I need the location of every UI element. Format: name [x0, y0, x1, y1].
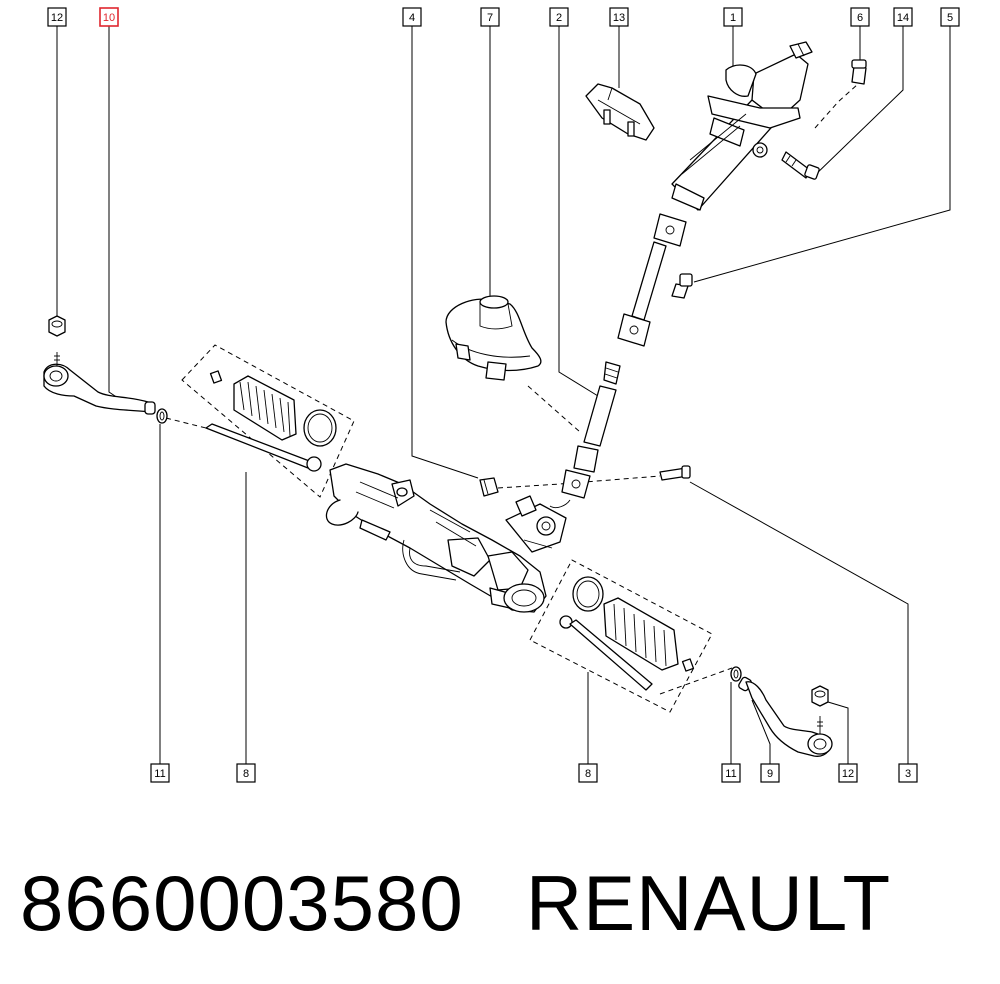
- svg-text:11: 11: [154, 768, 165, 780]
- bulkhead-grommet: [445, 295, 542, 381]
- callout-5[interactable]: 5: [940, 7, 960, 27]
- left-tie-rod-end: [43, 352, 156, 415]
- callout-8-left[interactable]: 8: [236, 763, 256, 783]
- right-lock-ring: [730, 666, 742, 682]
- callout-2[interactable]: 2: [549, 7, 569, 27]
- left-lock-ring: [156, 408, 168, 424]
- callout-8-right[interactable]: 8: [578, 763, 598, 783]
- svg-text:10: 10: [103, 12, 115, 24]
- right-self-locking-nut: [811, 685, 829, 707]
- svg-text:4: 4: [409, 12, 415, 24]
- brand-name: RENAULT: [525, 859, 892, 947]
- svg-text:12: 12: [842, 768, 854, 780]
- callout-10-highlighted[interactable]: 10: [99, 7, 119, 27]
- part-number: 8660003580: [20, 859, 464, 947]
- svg-text:1: 1: [730, 12, 736, 24]
- callout-4[interactable]: 4: [402, 7, 422, 27]
- column-bolt-5: [671, 273, 693, 299]
- part-caption: 8660003580 RENAULT: [20, 858, 891, 949]
- column-bolt-14: [781, 151, 820, 180]
- svg-text:6: 6: [857, 12, 863, 24]
- column-bolt-6: [851, 59, 867, 85]
- callout-12-bottom[interactable]: 12: [838, 763, 858, 783]
- right-axial-rod-kit: [559, 576, 695, 691]
- svg-text:8: 8: [243, 768, 249, 780]
- callout-7[interactable]: 7: [480, 7, 500, 27]
- callout-12-top[interactable]: 12: [47, 7, 67, 27]
- callout-1[interactable]: 1: [723, 7, 743, 27]
- svg-text:7: 7: [487, 12, 493, 24]
- callout-14[interactable]: 14: [893, 7, 913, 27]
- svg-text:13: 13: [613, 12, 625, 24]
- steering-rack-housing: [325, 463, 567, 613]
- intermediate-shaft: [549, 361, 621, 509]
- callout-9[interactable]: 9: [760, 763, 780, 783]
- svg-text:11: 11: [725, 768, 736, 780]
- steering-column: [617, 41, 813, 347]
- leader-lines: [56, 26, 951, 764]
- svg-text:5: 5: [947, 12, 953, 24]
- svg-text:12: 12: [51, 12, 63, 24]
- svg-text:8: 8: [585, 768, 591, 780]
- callout-6[interactable]: 6: [850, 7, 870, 27]
- svg-text:9: 9: [767, 768, 773, 780]
- left-axial-rod-kit: [205, 370, 337, 472]
- svg-text:14: 14: [897, 12, 909, 24]
- callout-11-left[interactable]: 11: [150, 763, 170, 783]
- callout-13[interactable]: 13: [609, 7, 629, 27]
- coupling-bolt: [659, 465, 691, 481]
- right-tie-rod-end: [738, 676, 833, 757]
- column-bracket: [585, 83, 655, 141]
- callout-11-right[interactable]: 11: [721, 763, 741, 783]
- callout-3[interactable]: 3: [898, 763, 918, 783]
- svg-text:3: 3: [905, 768, 911, 780]
- svg-text:2: 2: [556, 12, 562, 24]
- left-self-locking-nut: [48, 315, 66, 337]
- coupling-nut: [479, 477, 499, 497]
